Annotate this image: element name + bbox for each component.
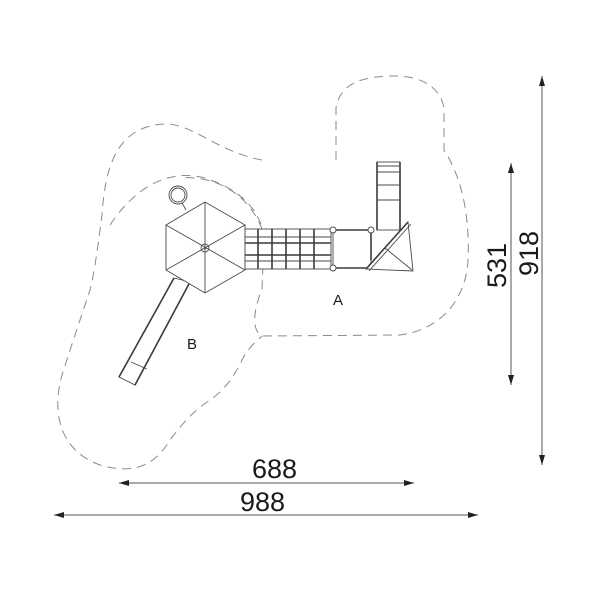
- safety-zone-a-outline: [179, 75, 469, 337]
- zone-label-a: A: [333, 292, 343, 309]
- dimension-width-outer-label: 988: [240, 487, 285, 517]
- ladder: [376, 161, 401, 231]
- straight-slide: [118, 277, 191, 386]
- dimension-width-inner: 688: [119, 454, 414, 486]
- safety-zone-b-outline: [57, 123, 263, 470]
- hexagonal-roof-tower: [165, 201, 246, 294]
- dimension-width-outer: 988: [54, 487, 478, 518]
- dimension-width-inner-label: 688: [252, 454, 297, 484]
- safety-zone-inner-outline: [109, 175, 266, 241]
- dimension-depth-outer: 918: [514, 76, 545, 465]
- square-platform: [329, 226, 375, 272]
- zone-label-b: B: [187, 336, 197, 353]
- dimension-depth-inner: 531: [482, 163, 514, 385]
- bridge-walkway: [244, 228, 332, 270]
- triangular-platform: [365, 220, 414, 272]
- steering-wheel-ring: [168, 185, 188, 211]
- dimension-depth-inner-label: 531: [482, 243, 512, 288]
- dimension-depth-outer-label: 918: [514, 231, 544, 276]
